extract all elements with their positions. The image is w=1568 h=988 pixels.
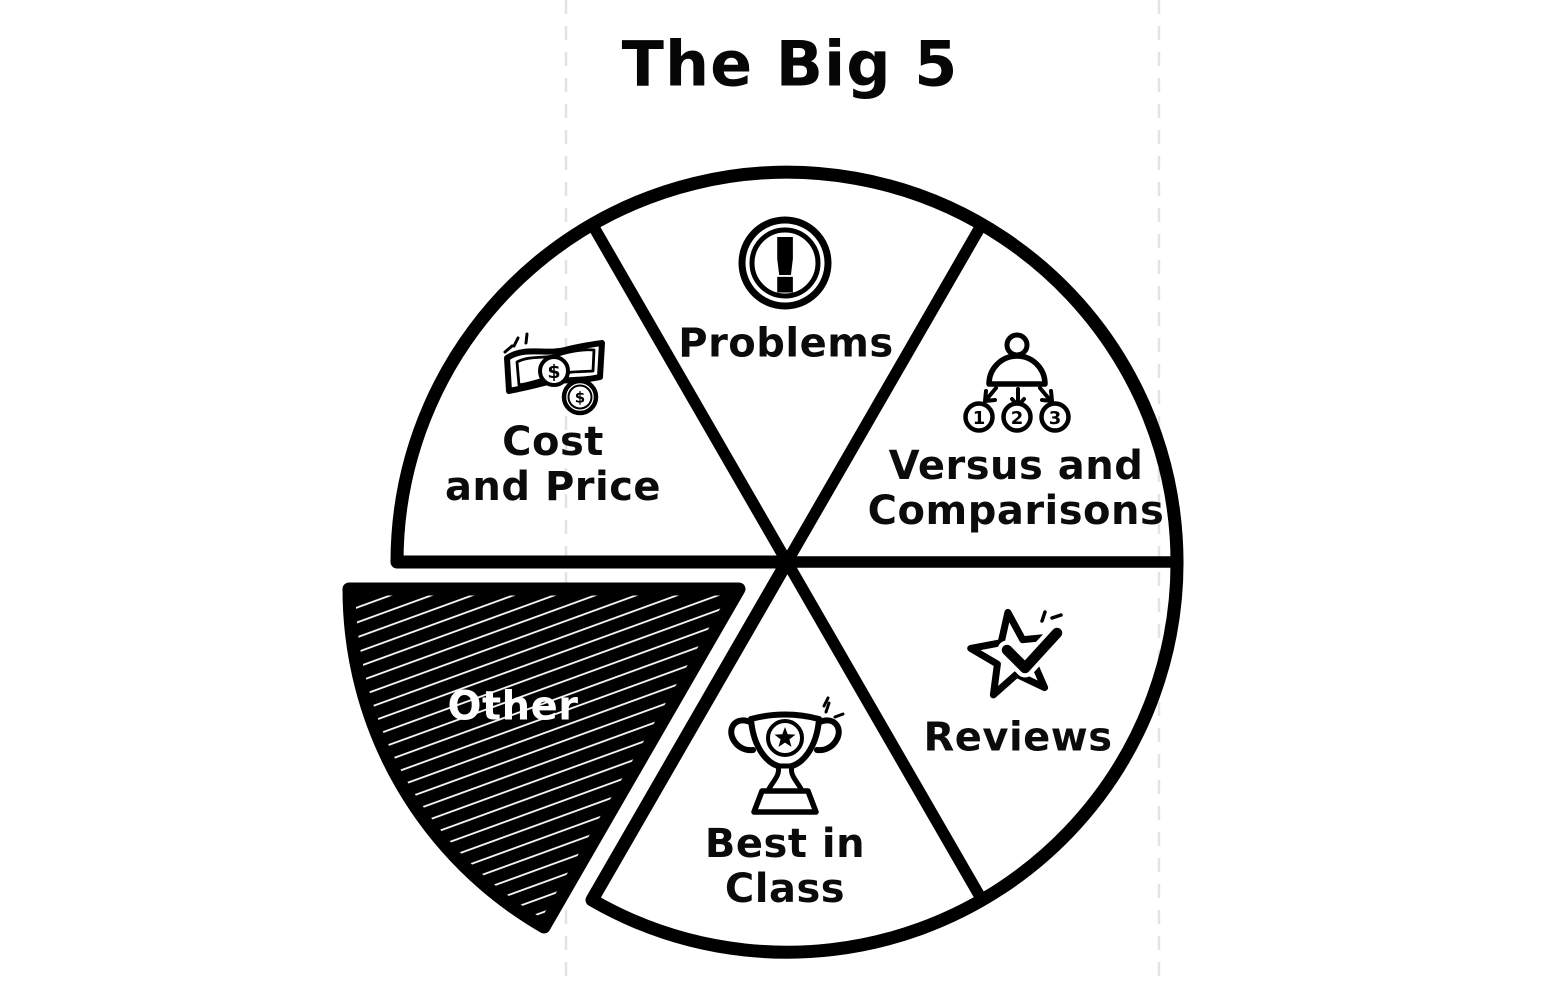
slice-label-cost-and-price: Cost and Price <box>445 420 661 510</box>
slice-label-line: Versus and <box>888 443 1144 489</box>
svg-text:1: 1 <box>973 408 986 429</box>
sparkle-icon <box>1040 610 1063 623</box>
svg-text:$: $ <box>547 361 560 383</box>
star-icon <box>774 727 796 747</box>
slice-label-line: Cost <box>502 419 604 465</box>
star-checkmark-icon <box>967 608 1067 699</box>
slice-label-line: and Price <box>444 464 662 510</box>
slice-other-exploded <box>342 582 746 934</box>
svg-text:3: 3 <box>1049 408 1062 429</box>
slice-label-other: Other <box>447 683 579 730</box>
slice-label-line: Class <box>724 866 846 912</box>
divider-problems-versus <box>781 218 988 568</box>
divider-reviews-best <box>781 556 988 906</box>
person-three-choices-icon: 1 2 3 <box>963 332 1071 433</box>
svg-text:2: 2 <box>1011 408 1024 429</box>
trophy-icon <box>728 696 845 815</box>
page-title: The Big 5 <box>621 27 959 101</box>
slice-label-versus-and-comparisons: Versus and Comparisons <box>868 444 1165 534</box>
slice-label-problems: Problems <box>678 320 894 367</box>
dollar-bill-coin-icon: $ $ <box>503 332 605 416</box>
exclamation-circle-icon: ! <box>738 216 832 310</box>
slice-label-line: Comparisons <box>867 488 1165 534</box>
divider-problems-cost <box>586 218 793 568</box>
sparkle-icon <box>822 696 845 719</box>
slice-label-reviews: Reviews <box>923 714 1113 761</box>
slice-label-line: Best in <box>704 821 866 867</box>
svg-text:!: ! <box>769 224 802 308</box>
sparkle-icon <box>503 332 529 354</box>
pie-outline <box>390 165 1184 959</box>
svg-text:$: $ <box>575 389 585 407</box>
slice-label-best-in-class: Best in Class <box>705 822 865 912</box>
